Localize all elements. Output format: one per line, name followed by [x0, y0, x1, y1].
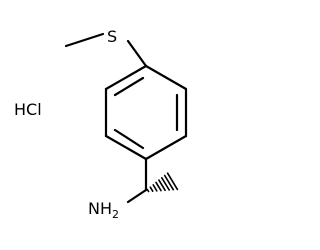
amine-main-label: NH [88, 199, 112, 218]
ring-bond-1 [144, 64, 188, 91]
ring-bond-3 [144, 134, 188, 161]
amine-subscript: 2 [112, 208, 119, 221]
hashed-wedge-bond [146, 172, 179, 193]
hcl-salt-label: HCl [14, 100, 42, 119]
ring-double-bond-bottom-left [113, 128, 145, 150]
sulfur-atom-label: S [107, 27, 117, 46]
ring-double-bond-top-left [113, 76, 145, 97]
bond-carbon-amine [126, 188, 148, 204]
ring-bond-6 [104, 64, 148, 91]
bond-methyl-sulfur [64, 32, 105, 48]
amine-atom-label: NH2 [88, 199, 119, 221]
bond-sulfur-ring [126, 39, 148, 68]
molecule-diagram: S NH2 HCl [14, 27, 188, 221]
structure-canvas: S NH2 HCl [14, 27, 188, 221]
ring-bond-4 [104, 134, 148, 161]
